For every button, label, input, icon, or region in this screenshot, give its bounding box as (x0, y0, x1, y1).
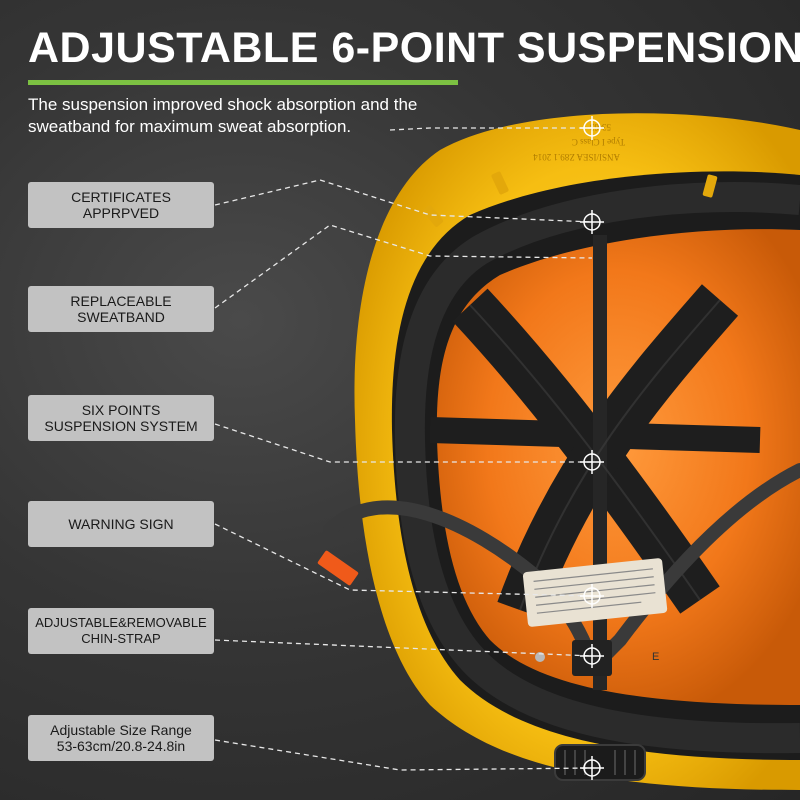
label-line: ADJUSTABLE&REMOVABLE (35, 615, 207, 630)
label-warning-sign: WARNING SIGN (28, 501, 214, 547)
crosshair-icon (580, 644, 604, 668)
label-line: CERTIFICATES (71, 189, 171, 205)
label-size-range: Adjustable Size Range 53-63cm/20.8-24.8i… (28, 715, 214, 761)
target-markers (580, 116, 604, 780)
label-line: APPRPVED (82, 205, 160, 221)
shell-text-type: Type I Class C (572, 137, 625, 147)
crosshair-icon (580, 450, 604, 474)
orange-latch (317, 550, 359, 586)
crosshair-icon (580, 584, 604, 608)
crosshair-icon (580, 116, 604, 140)
label-line: WARNING SIGN (68, 516, 174, 532)
label-line: SWEATBAND (77, 309, 165, 325)
label-sweatband: REPLACEABLE SWEATBAND (28, 286, 214, 332)
label-suspension: SIX POINTS SUSPENSION SYSTEM (28, 395, 214, 441)
page-subtitle: The suspension improved shock absorption… (28, 95, 418, 136)
label-line: SUSPENSION SYSTEM (44, 418, 198, 434)
crosshair-icon (580, 756, 604, 780)
label-certificates: CERTIFICATES APPRPVED (28, 182, 214, 228)
title-underline (28, 80, 458, 85)
label-line: 53-63cm/20.8-24.8in (56, 738, 186, 754)
label-line: REPLACEABLE (70, 293, 172, 309)
label-line: Adjustable Size Range (50, 722, 192, 738)
label-chin-strap: ADJUSTABLE&REMOVABLE CHIN-STRAP (28, 608, 214, 654)
label-line: CHIN-STRAP (81, 631, 161, 646)
page-title: ADJUSTABLE 6-POINT SUSPENSION (28, 24, 800, 72)
liner-letter: E (652, 651, 659, 663)
leader-lines (214, 127, 593, 771)
shell-text-standard: ANSI/ISEA Z89.1 2014 (533, 152, 620, 162)
sweatband (394, 182, 800, 754)
warning-sticker (522, 558, 668, 627)
strap-texture (469, 299, 721, 611)
crosshair-icon (580, 210, 604, 234)
label-line: SIX POINTS (81, 402, 161, 418)
size-dial (554, 744, 646, 781)
